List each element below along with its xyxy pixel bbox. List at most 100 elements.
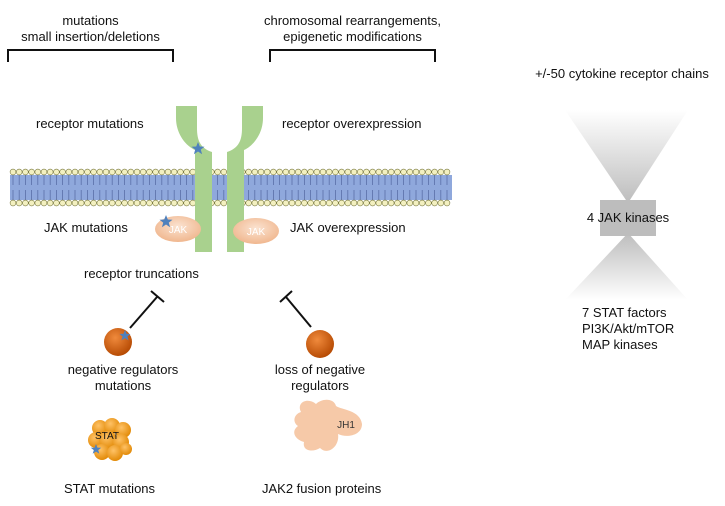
jak-mutations-label: JAK mutations bbox=[44, 220, 128, 235]
lipid-head bbox=[307, 199, 314, 207]
lipid-head bbox=[270, 199, 277, 207]
negative-regulators-mutations-label: negative regulators mutations bbox=[48, 362, 198, 394]
lipid-head bbox=[140, 199, 147, 207]
lipid-head bbox=[270, 168, 277, 176]
cytokine-chains-label: +/-50 cytokine receptor chains bbox=[535, 66, 709, 81]
lipid-head bbox=[394, 199, 401, 207]
lipid-head bbox=[183, 168, 190, 176]
lipid-head bbox=[319, 168, 327, 176]
lipid-head bbox=[84, 168, 91, 176]
inhibition-arrow-right bbox=[279, 290, 312, 328]
lipid-head bbox=[115, 168, 122, 176]
lipid-head bbox=[282, 168, 289, 176]
lipid-head bbox=[34, 168, 41, 176]
lipid-head bbox=[71, 168, 79, 176]
lipid-head bbox=[319, 199, 327, 207]
lipid-head bbox=[338, 168, 345, 176]
jak-overexpression-label: JAK overexpression bbox=[290, 220, 406, 235]
lipid-head bbox=[158, 168, 166, 176]
negative-regulator-ball bbox=[104, 328, 132, 356]
lipid-head bbox=[443, 199, 451, 207]
lipid-head bbox=[171, 199, 178, 207]
lipid-head bbox=[16, 199, 23, 207]
mutation-star-icon bbox=[191, 142, 205, 155]
lipid-head bbox=[245, 168, 252, 176]
lipid-head bbox=[9, 199, 17, 207]
lipid-head bbox=[77, 199, 85, 207]
lipid-head bbox=[133, 168, 141, 176]
lipid-head bbox=[96, 199, 104, 207]
lipid-head bbox=[437, 168, 444, 176]
stat-star-icon bbox=[90, 444, 102, 454]
lipid-head bbox=[90, 199, 97, 207]
lipid-head bbox=[332, 168, 339, 176]
jak2-fusion-shape bbox=[294, 399, 362, 451]
stat-mutations-label: STAT mutations bbox=[64, 481, 156, 496]
lipid-head bbox=[22, 199, 29, 207]
lipid-head bbox=[344, 168, 351, 176]
lipid-head bbox=[419, 199, 426, 207]
lipid-head bbox=[381, 199, 389, 207]
top-left-line1: mutations bbox=[62, 13, 119, 28]
lipid-head bbox=[363, 199, 370, 207]
lipid-head bbox=[388, 199, 395, 207]
lipid-head bbox=[152, 199, 159, 207]
receptor-mutations-label: receptor mutations bbox=[36, 116, 144, 131]
bracket-left bbox=[7, 49, 174, 62]
lipid-head bbox=[127, 168, 135, 176]
lipid-head bbox=[164, 168, 172, 176]
lipid-head bbox=[9, 168, 17, 176]
lipid-head bbox=[431, 168, 438, 176]
lipid-head bbox=[381, 168, 389, 176]
lipid-head bbox=[77, 168, 85, 176]
lipid-head bbox=[59, 199, 66, 207]
lipid-head bbox=[257, 199, 265, 207]
lipid-head bbox=[344, 199, 351, 207]
lipid-head bbox=[189, 168, 197, 176]
stat-cluster bbox=[88, 418, 132, 461]
loss-negative-regulators-label: loss of negative regulators bbox=[260, 362, 380, 394]
lipid-head bbox=[264, 199, 271, 207]
lipid-head bbox=[276, 168, 283, 176]
lipid-head bbox=[369, 168, 376, 176]
lipid-head bbox=[96, 168, 104, 176]
lipid-head bbox=[28, 199, 35, 207]
lipid-head bbox=[46, 199, 54, 207]
neg-reg-line2: mutations bbox=[94, 378, 152, 393]
lipid-head bbox=[22, 168, 29, 176]
lipid-head bbox=[394, 168, 401, 176]
top-right-line1: chromosomal rearrangements, bbox=[263, 13, 442, 28]
lipid-head bbox=[121, 168, 128, 176]
lipid-head bbox=[406, 168, 413, 176]
lipid-head bbox=[288, 199, 296, 207]
bracket-right bbox=[269, 49, 436, 62]
lipid-head bbox=[177, 199, 184, 207]
lipid-head bbox=[257, 168, 265, 176]
lipid-head bbox=[40, 168, 48, 176]
top-left-line2: small insertion/deletions bbox=[21, 29, 160, 44]
lipid-head bbox=[90, 168, 97, 176]
lipid-head bbox=[357, 199, 364, 207]
jak-kinases-label: 4 JAK kinases bbox=[586, 210, 670, 225]
lipid-head bbox=[46, 168, 54, 176]
lipid-head bbox=[326, 168, 333, 176]
lipid-head bbox=[189, 199, 197, 207]
lipid-head bbox=[220, 199, 228, 207]
lipid-head bbox=[108, 168, 116, 176]
hourglass-top bbox=[565, 110, 688, 203]
lipid-head bbox=[400, 168, 407, 176]
lipid-head bbox=[34, 199, 41, 207]
lipid-head bbox=[288, 168, 296, 176]
lipid-head bbox=[84, 199, 91, 207]
lipid-head bbox=[350, 168, 358, 176]
loss-neg-line2: regulators bbox=[291, 378, 349, 393]
lipid-head bbox=[115, 199, 122, 207]
lipid-head bbox=[158, 199, 166, 207]
neg-reg-star-icon bbox=[119, 330, 131, 341]
lipid-head bbox=[171, 168, 178, 176]
lipid-head bbox=[40, 199, 48, 207]
top-right-heading: chromosomal rearrangements, epigenetic m… bbox=[240, 13, 465, 45]
receptor-overexpression-label: receptor overexpression bbox=[282, 116, 422, 131]
lipid-head bbox=[214, 168, 221, 176]
jak-mutation-star-icon bbox=[159, 215, 173, 228]
